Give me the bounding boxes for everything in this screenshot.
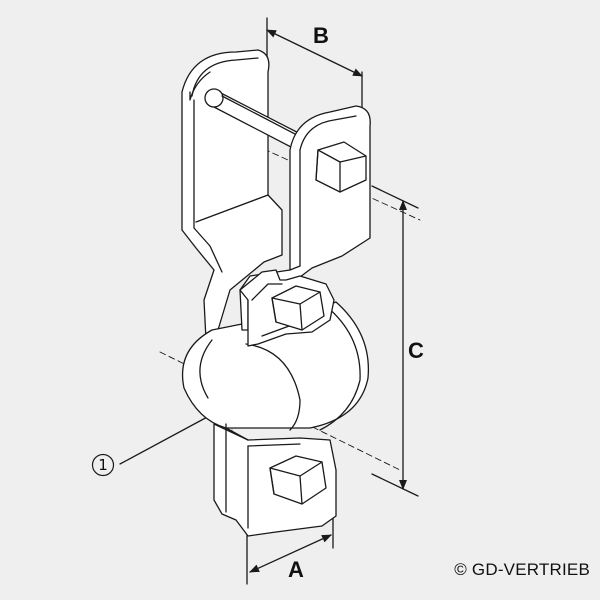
- copyright-notice: © GD-VERTRIEB: [454, 560, 590, 579]
- pipe-ring: [181, 301, 370, 429]
- middle-hex-nut: [271, 285, 325, 331]
- callout-1-marker: 1: [91, 453, 115, 477]
- dimension-c-label: C: [408, 338, 424, 363]
- callout-1-label: 1: [98, 456, 108, 474]
- dimension-a-label: A: [288, 557, 304, 582]
- lower-hex-nut: [269, 455, 327, 505]
- bolt-end: [204, 88, 224, 108]
- dimension-b-label: B: [313, 23, 329, 48]
- upper-hex-nut: [315, 141, 367, 193]
- dimension-c: [371, 185, 419, 497]
